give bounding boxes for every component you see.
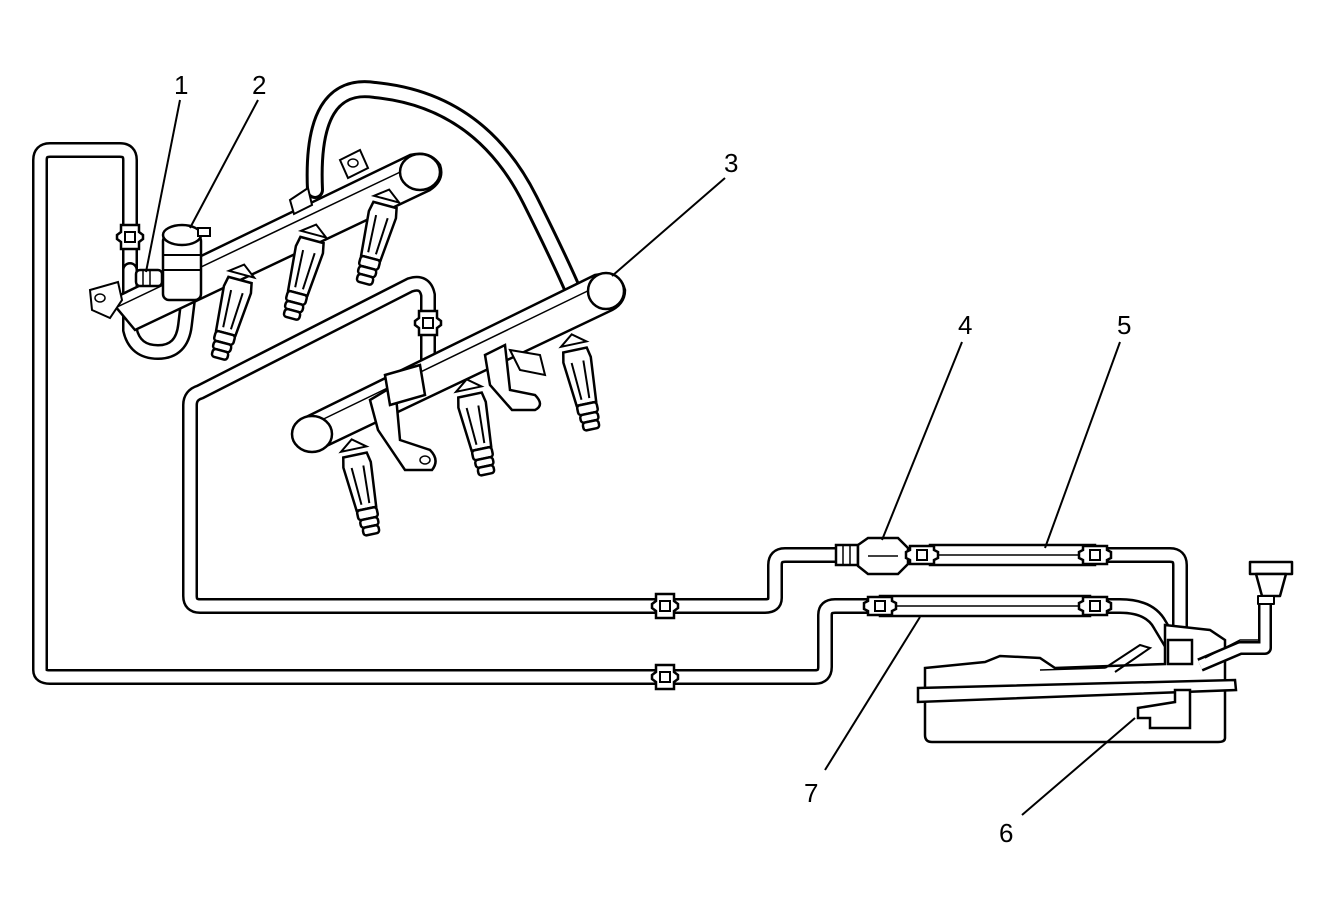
- leader-line-7: [824, 616, 921, 771]
- callout-2: 2: [252, 70, 267, 100]
- chassis-feed-pipe: [904, 543, 1113, 567]
- regulator-vacuum-fitting: [134, 268, 164, 288]
- chassis-return-pipe: [862, 594, 1113, 618]
- fuel-filler-neck: [1197, 560, 1294, 672]
- callout-3: 3: [724, 148, 739, 178]
- leader-line-3: [611, 177, 726, 277]
- callout-1: 1: [174, 70, 189, 100]
- callout-4: 4: [958, 310, 973, 340]
- fuel-pressure-regulator: [161, 223, 211, 302]
- leader-line-6: [1021, 717, 1136, 816]
- callout-5: 5: [1117, 310, 1132, 340]
- callout-7: 7: [804, 778, 819, 808]
- leader-line-4: [881, 341, 963, 541]
- leader-line-2: [189, 99, 259, 229]
- leader-lines: [145, 99, 1136, 816]
- leader-line-1: [145, 99, 181, 273]
- crossover-pipe: [305, 80, 584, 304]
- fuel-tank: [916, 623, 1238, 744]
- regulator-loop: [122, 262, 196, 361]
- callout-6: 6: [999, 818, 1014, 848]
- leader-line-5: [1044, 341, 1121, 549]
- fuel-filter: [834, 536, 910, 576]
- front-fuel-rail: [290, 271, 627, 472]
